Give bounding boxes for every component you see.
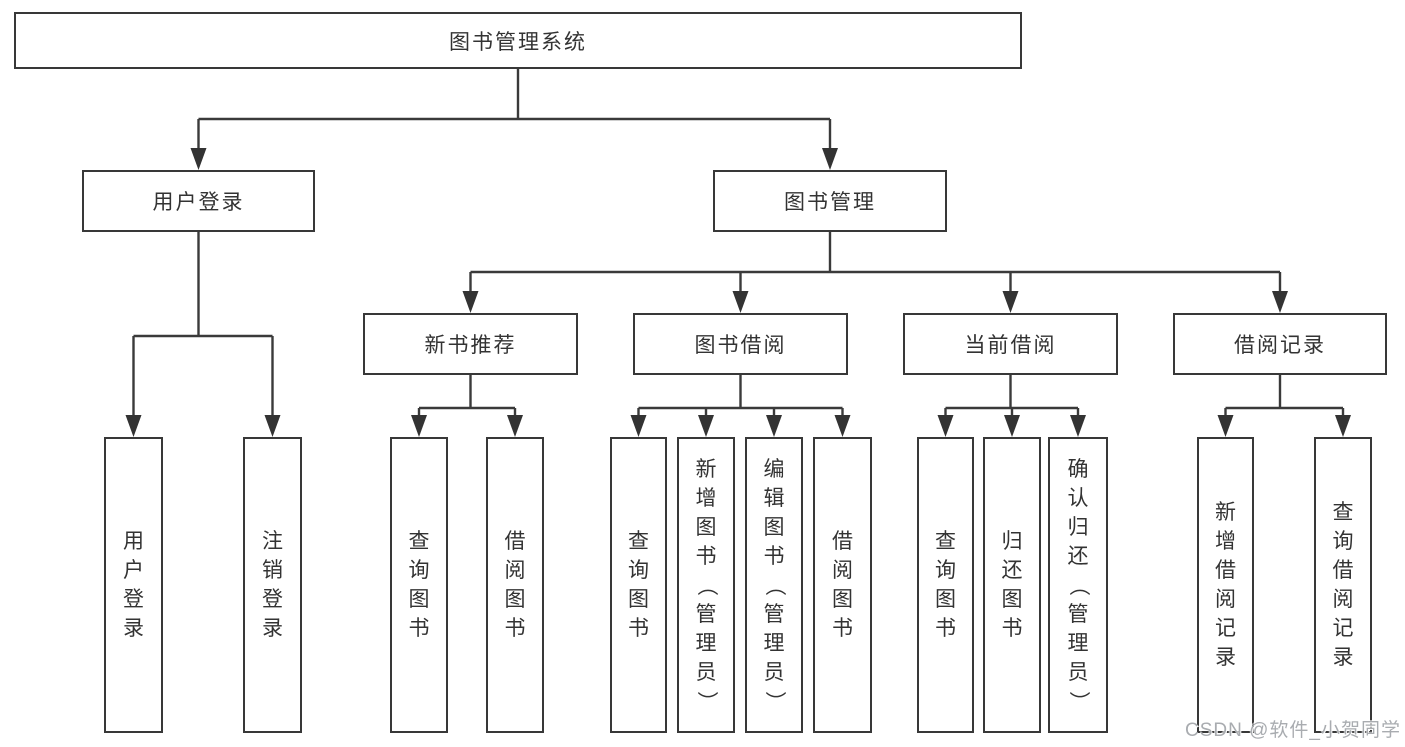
leaf-logout: 注销登录 [243, 437, 302, 733]
node-label: 查询借阅记录 [1332, 501, 1354, 669]
arrowhead [125, 415, 142, 437]
node-book-borrowing: 图书借阅 [633, 313, 848, 375]
node-label: 新增借阅记录 [1215, 501, 1236, 669]
leaf-query-borrow-record: 查询借阅记录 [1314, 437, 1372, 733]
node-label: 归还图书 [1001, 530, 1023, 640]
arrowhead [264, 415, 281, 437]
node-label: 用户登录 [152, 191, 245, 214]
arrowhead [190, 148, 207, 170]
node-user-login: 用户登录 [82, 170, 315, 232]
node-label: 当前借阅 [964, 334, 1057, 357]
leaf-confirm-return-admin: 确认归还（管理员） [1048, 437, 1108, 733]
arrowhead [1217, 415, 1234, 437]
leaf-borrowing-borrow-books: 借阅图书 [813, 437, 872, 733]
node-label: 注销登录 [262, 530, 283, 640]
leaf-borrowing-query-books: 查询图书 [610, 437, 667, 733]
arrowhead [1004, 415, 1020, 437]
arrowhead [937, 415, 954, 437]
node-borrowing-records: 借阅记录 [1173, 313, 1387, 375]
node-label: 新书推荐 [424, 334, 517, 357]
node-label: 用户登录 [123, 530, 144, 640]
leaf-add-book-admin: 新增图书（管理员） [677, 437, 735, 733]
node-label: 借阅图书 [832, 530, 853, 640]
node-label: 查询图书 [935, 530, 956, 640]
arrowhead [766, 415, 782, 437]
node-label: 借阅记录 [1234, 334, 1326, 357]
arrowhead [732, 291, 749, 313]
node-label: 图书管理 [784, 191, 876, 214]
leaf-recommend-borrow-books: 借阅图书 [486, 437, 544, 733]
node-label: 编辑图书（管理员） [762, 457, 786, 712]
arrowhead [1002, 291, 1019, 313]
leaf-edit-book-admin: 编辑图书（管理员） [745, 437, 803, 733]
node-new-book-recommendation: 新书推荐 [363, 313, 578, 375]
arrowhead [411, 415, 427, 437]
arrowhead [630, 415, 647, 437]
arrowhead [507, 415, 523, 437]
node-label: 借阅图书 [504, 530, 526, 640]
node-book-management: 图书管理 [713, 170, 947, 232]
leaf-return-book: 归还图书 [983, 437, 1041, 733]
node-label: 确认归还（管理员） [1066, 457, 1090, 712]
node-label: 查询图书 [408, 530, 430, 640]
node-library-system: 图书管理系统 [14, 12, 1022, 69]
node-label: 新增图书（管理员） [694, 457, 718, 712]
node-current-borrowing: 当前借阅 [903, 313, 1118, 375]
arrowhead [1070, 415, 1086, 437]
node-label: 图书管理系统 [449, 30, 587, 54]
arrowhead [822, 148, 838, 170]
node-label: 查询图书 [628, 530, 649, 640]
arrowhead [698, 415, 714, 437]
csdn-watermark: CSDN @软件_小贺同学 [1185, 720, 1401, 741]
arrowhead [1335, 415, 1351, 437]
node-label: 图书借阅 [694, 334, 787, 357]
leaf-user-login: 用户登录 [104, 437, 163, 733]
arrowhead [462, 291, 479, 313]
arrowhead [834, 415, 851, 437]
arrowhead [1272, 291, 1288, 313]
leaf-add-borrow-record: 新增借阅记录 [1197, 437, 1254, 733]
leaf-current-query-books: 查询图书 [917, 437, 974, 733]
leaf-recommend-query-books: 查询图书 [390, 437, 448, 733]
